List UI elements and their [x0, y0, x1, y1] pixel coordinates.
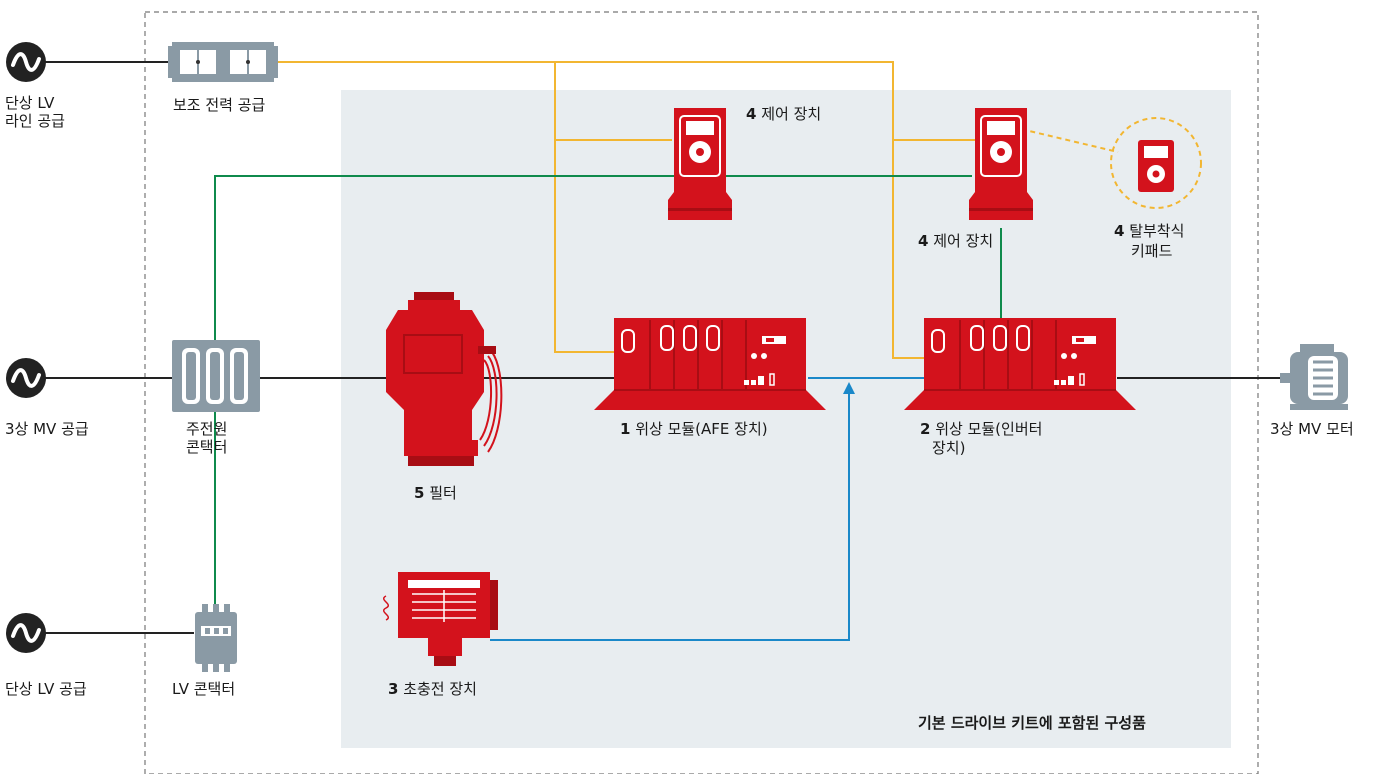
control-unit-2-label: 4 제어 장치 [918, 232, 994, 250]
filter-icon [386, 292, 503, 466]
filter-label: 5 필터 [414, 484, 457, 502]
precharge-arrow [843, 382, 855, 394]
aux-power-supply-icon [168, 42, 278, 82]
precharge-device-icon [383, 572, 498, 666]
aux-power-label: 보조 전력 공급 [173, 96, 266, 114]
contactor-icon [172, 340, 260, 412]
sine-wave-icon [6, 42, 46, 82]
basic-kit-panel [341, 90, 1231, 748]
phase-module-afe-label: 1 위상 모듈(AFE 장치) [620, 420, 768, 438]
phase-module-inverter-label: 2 위상 모듈(인버터 [920, 420, 1043, 438]
precharge-device-label: 3 초충전 장치 [388, 680, 477, 698]
motor-icon [1280, 344, 1348, 410]
power-lines [44, 61, 1290, 634]
precharge-lines [490, 377, 926, 641]
single-lv-line-supply-label: 단상 LV 라인 공급 [5, 94, 65, 130]
aux-power-lines [275, 61, 1119, 359]
lv-contactor-label: LV 콘택터 [172, 680, 236, 698]
keypad-icon [1138, 140, 1174, 192]
main-contactor-label: 주전원 콘택터 [186, 420, 228, 456]
basic-kit-note: 기본 드라이브 키트에 포함된 구성품 [918, 714, 1146, 732]
keypad-label: 4 탈부착식 [1114, 222, 1185, 240]
phase-module-afe-icon [594, 318, 826, 411]
mv-motor-label: 3상 MV 모터 [1270, 420, 1354, 438]
three-phase-mv-supply-label: 3상 MV 공급 [5, 420, 89, 438]
keypad-label-line2: 키패드 [1131, 242, 1173, 260]
single-lv-supply-label: 단상 LV 공급 [5, 680, 87, 698]
lv-contactor-icon [195, 604, 237, 672]
system-boundary [144, 11, 1259, 774]
keypad-highlight [1110, 117, 1202, 209]
sine-wave-icon [6, 358, 46, 398]
phase-module-inverter-icon [904, 318, 1136, 411]
sine-wave-icon [6, 613, 46, 653]
control-unit-icon [969, 108, 1033, 220]
phase-module-inverter-label-line2: 장치) [932, 439, 966, 457]
control-unit-1-label: 4 제어 장치 [746, 105, 822, 123]
control-unit-icon [668, 108, 732, 220]
